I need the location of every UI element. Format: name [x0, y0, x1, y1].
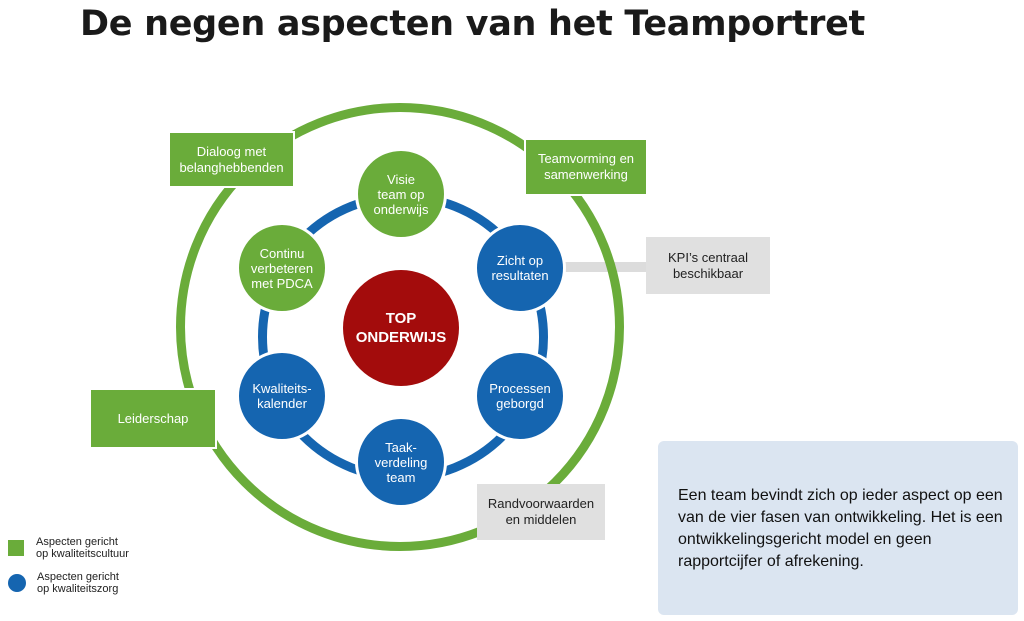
legend-cultuur-label: Aspecten gericht op kwaliteitscultuur	[36, 536, 129, 560]
circle-visie: Visie team op onderwijs	[355, 148, 447, 240]
legend-zorg: Aspecten gericht op kwaliteitszorg	[8, 571, 119, 595]
legend-cultuur: Aspecten gericht op kwaliteitscultuur	[8, 536, 129, 560]
circle-continu: Continu verbeteren met PDCA	[236, 222, 328, 314]
box-teamvorming: Teamvorming en samenwerking	[524, 138, 648, 196]
blue-dot-icon	[8, 574, 26, 592]
circle-processen: Processen geborgd	[474, 350, 566, 442]
circle-kwaliteit: Kwaliteits- kalender	[236, 350, 328, 442]
box-kpi: KPI’s centraal beschikbaar	[646, 237, 770, 294]
page-title: De negen aspecten van het Teamportret	[80, 4, 865, 44]
outer-ring	[176, 103, 624, 551]
center-circle: TOP ONDERWIJS	[343, 270, 459, 386]
box-leiderschap: Leiderschap	[89, 388, 217, 449]
green-square-icon	[8, 540, 24, 556]
box-randvoorwaarden: Randvoorwaarden en middelen	[477, 484, 605, 540]
circle-zicht: Zicht op resultaten	[474, 222, 566, 314]
legend-zorg-label: Aspecten gericht op kwaliteitszorg	[37, 571, 119, 595]
note-box: Een team bevindt zich op ieder aspect op…	[658, 441, 1018, 615]
box-dialoog: Dialoog met belanghebbenden	[168, 131, 295, 188]
circle-taak: Taak- verdeling team	[355, 416, 447, 508]
